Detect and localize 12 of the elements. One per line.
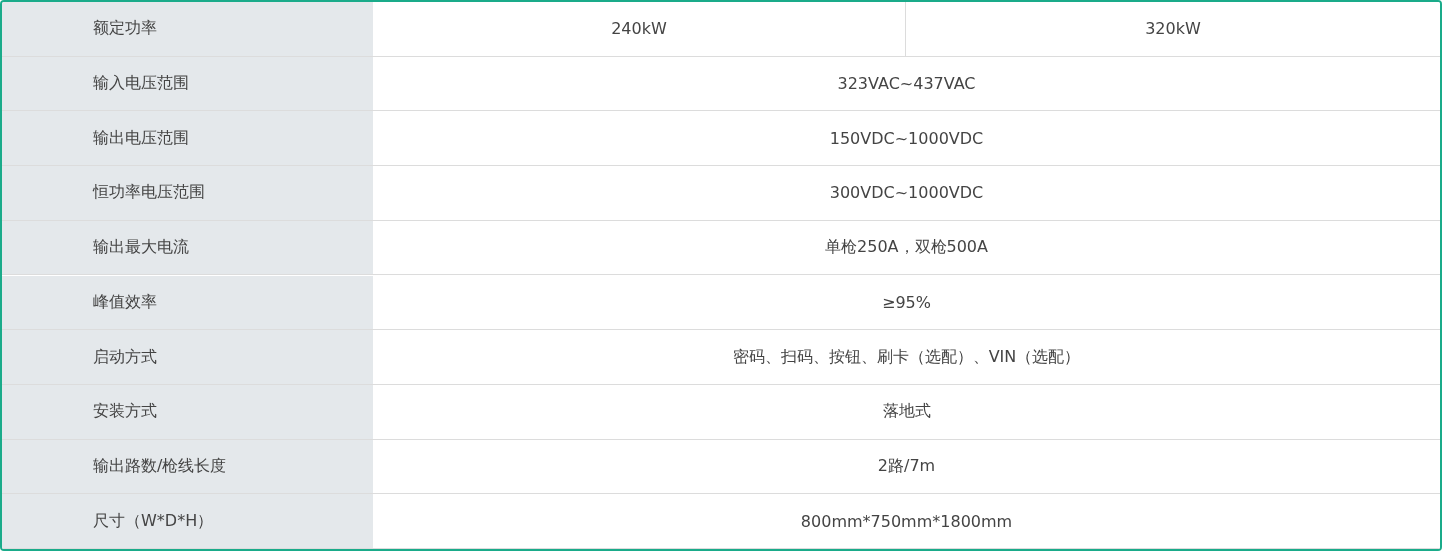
row-header-cell: 安装方式 [2,384,373,440]
value-cell: 320kW [906,2,1440,57]
row-header-cell: 峰值效率 [2,275,373,331]
row-header-cell: 恒功率电压范围 [2,166,373,221]
row-header-cell: 额定功率 [2,2,373,57]
row-header-cell: 输出最大电流 [2,220,373,276]
row-header-cell: 输出路数/枪线长度 [2,439,373,495]
value-cell: 240kW [373,2,906,57]
row-header-cell: 启动方式 [2,330,373,385]
row-header-cell: 尺寸（W*D*H） [2,494,373,549]
row-header-cell: 输入电压范围 [2,56,373,112]
row-header-cell: 输出电压范围 [2,111,373,167]
